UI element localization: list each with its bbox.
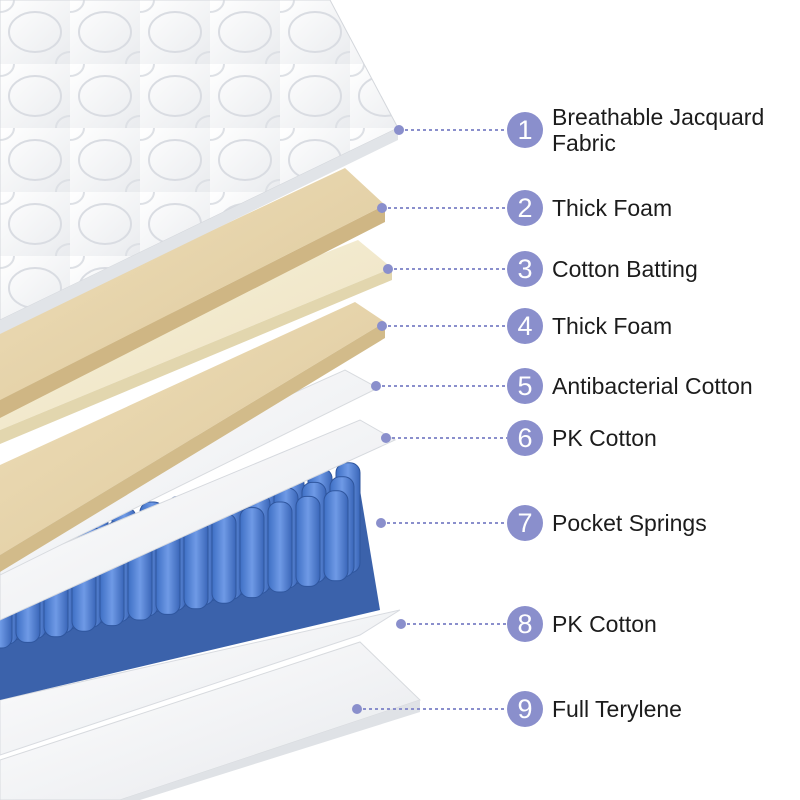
layer-full-terylene-edge [120, 700, 420, 800]
pocket-spring [295, 495, 321, 587]
layer-pk-cotton-upper [0, 419, 397, 621]
pocket-spring [211, 512, 237, 604]
pocket-spring [323, 490, 349, 582]
layer-antibacterial-cotton [0, 369, 380, 576]
layer-pk-cotton-lower [0, 609, 401, 756]
layer-cotton-batting [0, 240, 392, 430]
layer-thick-foam-upper [0, 168, 385, 400]
layer-thick-foam-lower [0, 302, 385, 555]
pocket-spring [239, 507, 265, 599]
layer-full-terylene [0, 641, 421, 800]
pocket-spring [267, 501, 293, 593]
